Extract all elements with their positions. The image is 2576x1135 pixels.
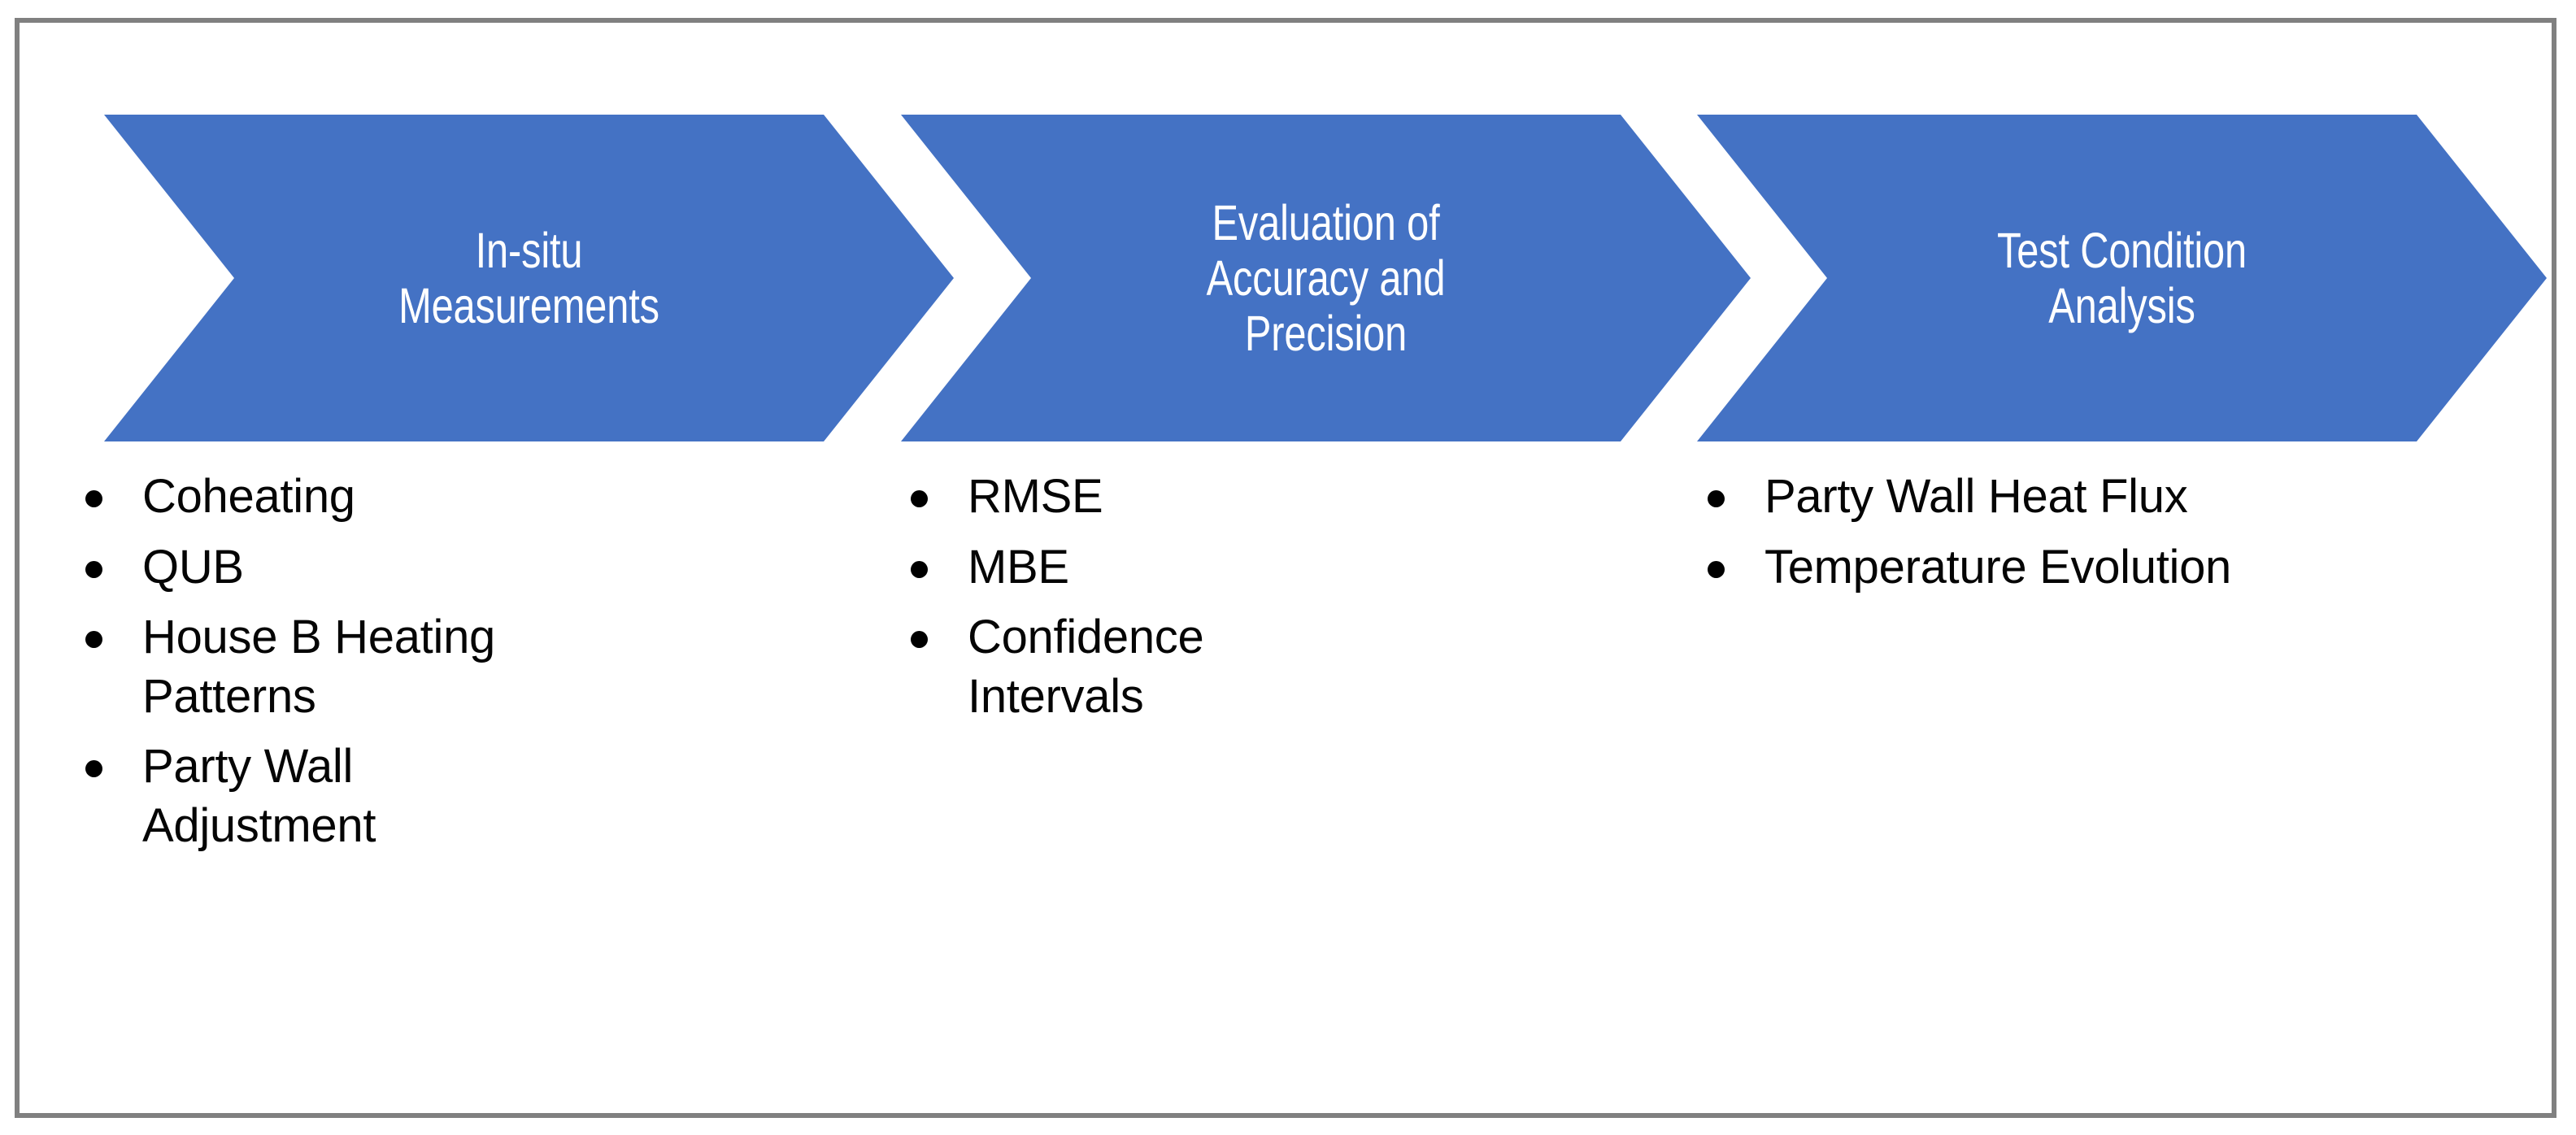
chevron-stage-3[interactable]: Test Condition Analysis — [1697, 115, 2547, 441]
bullet-column-3: Party Wall Heat Flux Temperature Evoluti… — [1691, 467, 2244, 608]
list-item: MBE — [894, 538, 1350, 598]
list-item: House B Heating Patterns — [69, 608, 524, 726]
chevron-stage-1[interactable]: In-situ Measurements — [104, 115, 954, 441]
chevron-stage-2[interactable]: Evaluation of Accuracy and Precision — [901, 115, 1751, 441]
bullet-column-1: Coheating QUB House B Heating Patterns P… — [69, 467, 524, 867]
list-item: QUB — [69, 538, 524, 598]
bullet-list-2: RMSE MBE Confidence Intervals — [894, 467, 1350, 726]
list-item: Party Wall Adjustment — [69, 737, 524, 855]
chevron-stage-1-label: In-situ Measurements — [398, 222, 659, 333]
list-item: Temperature Evolution — [1691, 538, 2244, 598]
bullet-list-1: Coheating QUB House B Heating Patterns P… — [69, 467, 524, 855]
chevron-stage-2-label: Evaluation of Accuracy and Precision — [1206, 194, 1446, 362]
bullet-column-row: Coheating QUB House B Heating Patterns P… — [0, 467, 2576, 988]
chevron-stage-3-label: Test Condition Analysis — [1996, 222, 2247, 333]
bullet-list-3: Party Wall Heat Flux Temperature Evoluti… — [1691, 467, 2244, 597]
list-item: Party Wall Heat Flux — [1691, 467, 2244, 527]
bullet-column-2: RMSE MBE Confidence Intervals — [894, 467, 1350, 737]
list-item: Confidence Intervals — [894, 608, 1350, 726]
list-item: RMSE — [894, 467, 1350, 527]
list-item: Coheating — [69, 467, 524, 527]
